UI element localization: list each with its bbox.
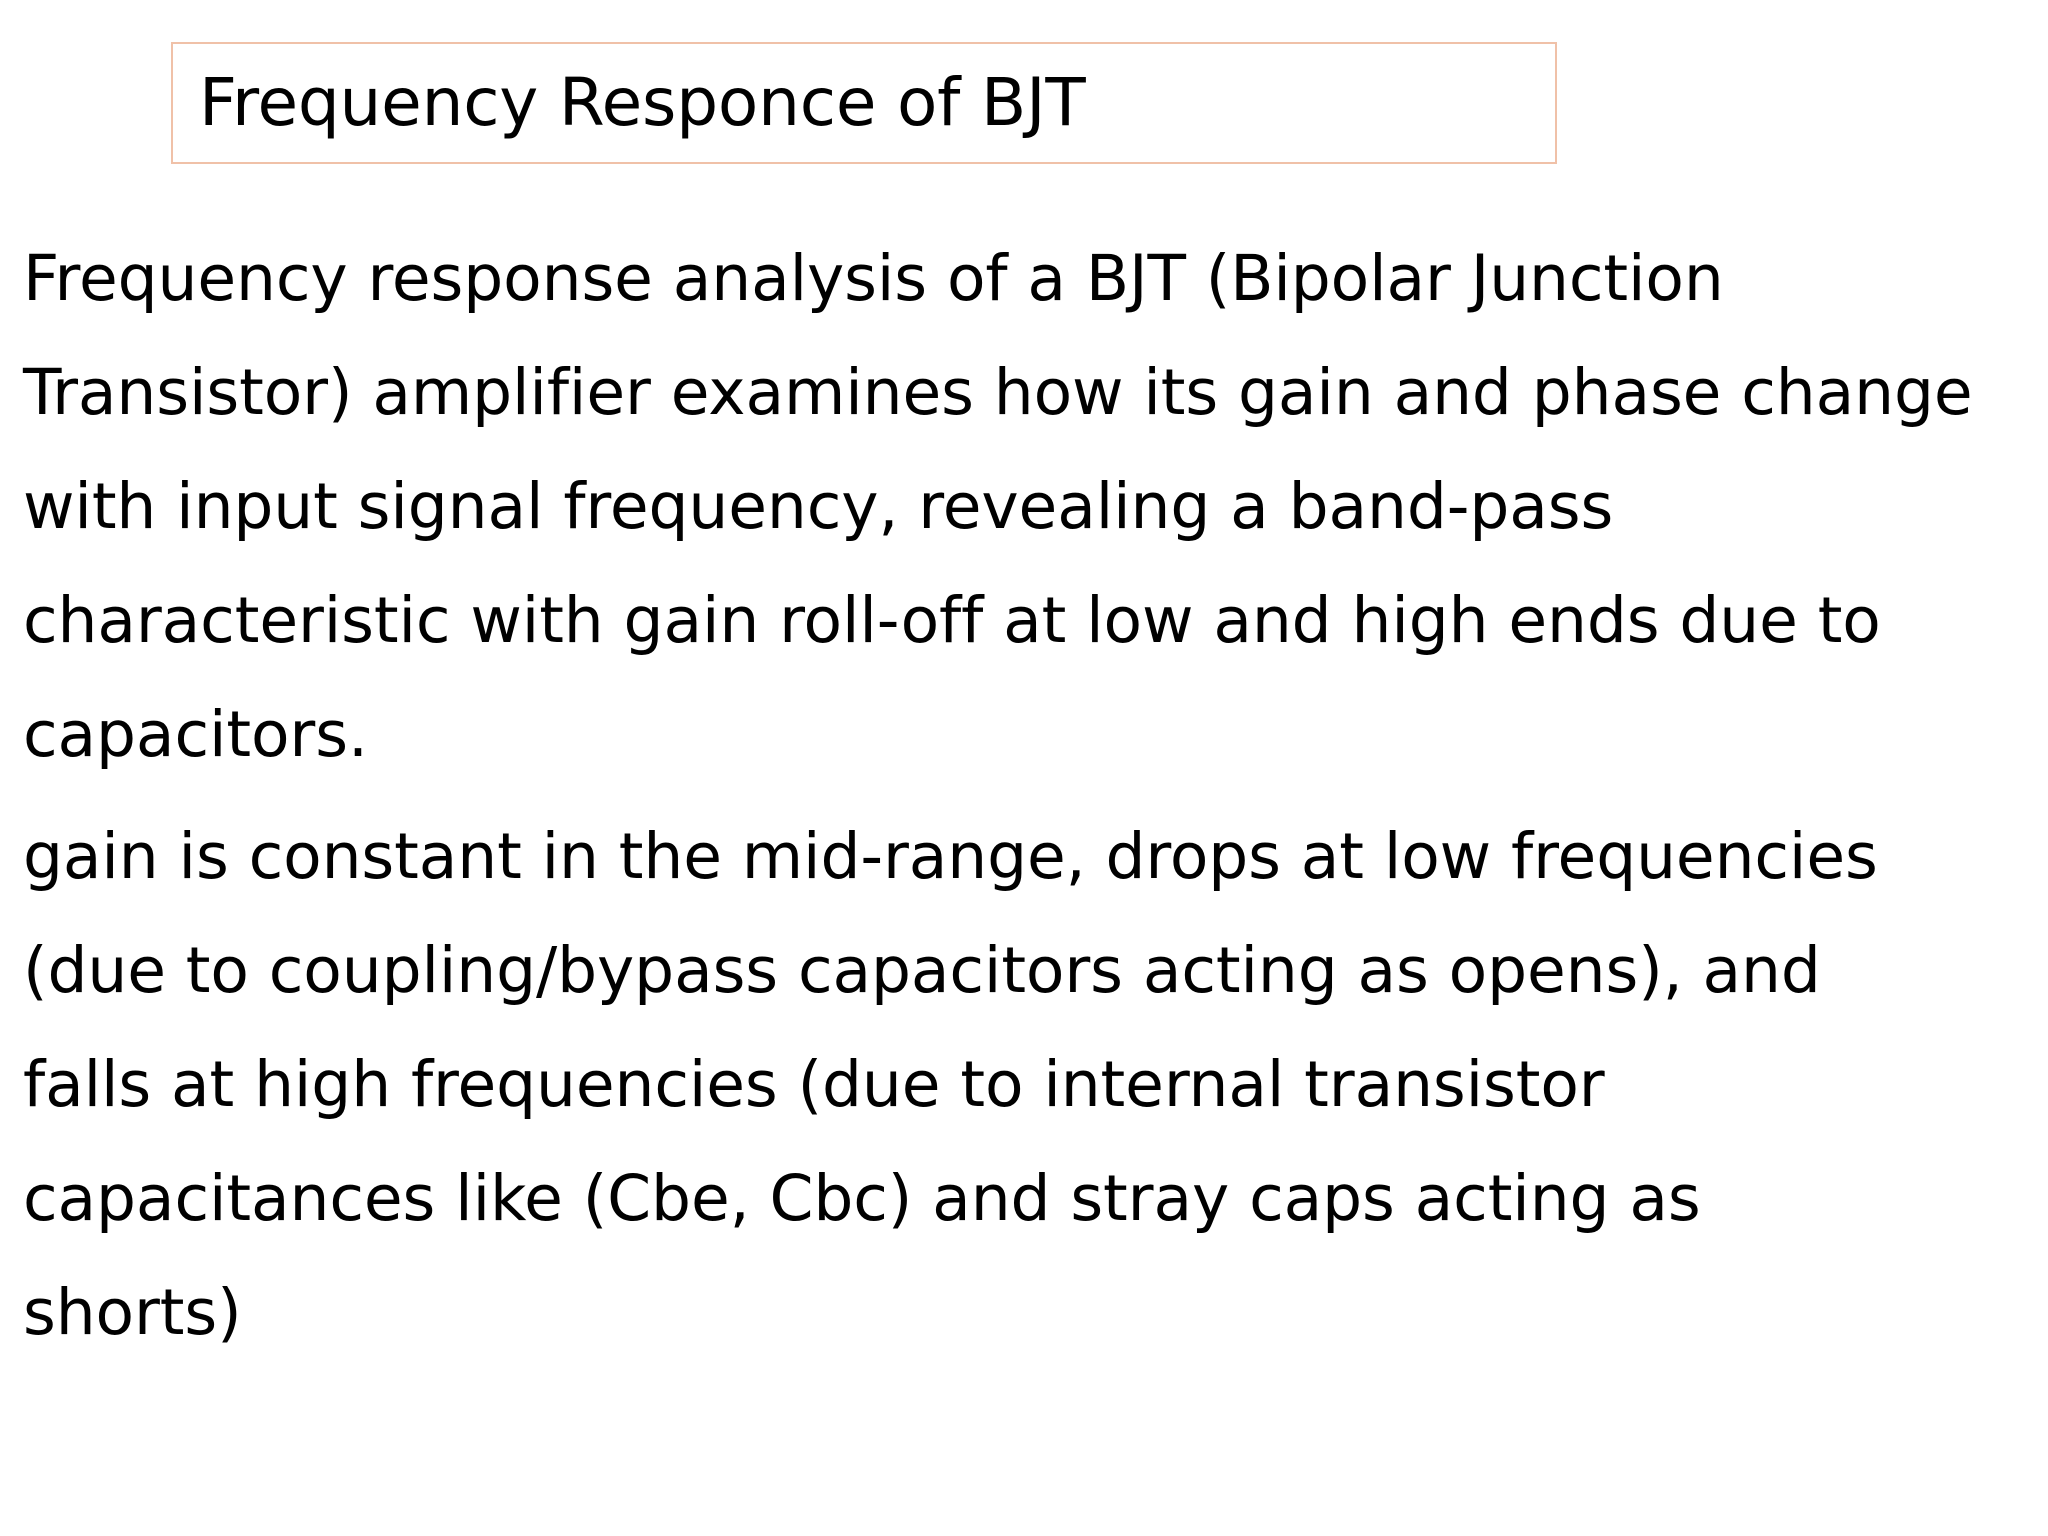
body-line: with input signal frequency, revealing a… <box>23 470 1614 544</box>
body-line: Frequency response analysis of a BJT (Bi… <box>23 242 1724 315</box>
body-line: capacitances like (Cbe, Cbc) and stray c… <box>23 1162 1701 1236</box>
page-title: Frequency Responce of BJT <box>199 64 1086 142</box>
title-placeholder-box[interactable]: Frequency Responce of BJT <box>171 42 1557 164</box>
body-paragraph-1: Frequency response analysis of a BJT (Bi… <box>23 222 2033 792</box>
body-text-placeholder[interactable]: Frequency response analysis of a BJT (Bi… <box>23 222 2033 1370</box>
body-line: falls at high frequencies (due to intern… <box>23 1048 1605 1122</box>
body-line: capacitors. <box>23 698 368 772</box>
body-line: (due to coupling/bypass capacitors actin… <box>23 934 1821 1008</box>
body-paragraph-2: gain is constant in the mid-range, drops… <box>23 800 2033 1370</box>
body-line: shorts) <box>23 1276 242 1350</box>
body-line: gain is constant in the mid-range, drops… <box>23 820 1878 894</box>
body-line: characteristic with gain roll-off at low… <box>23 584 1881 658</box>
body-line: Transistor) amplifier examines how its g… <box>23 356 1973 430</box>
